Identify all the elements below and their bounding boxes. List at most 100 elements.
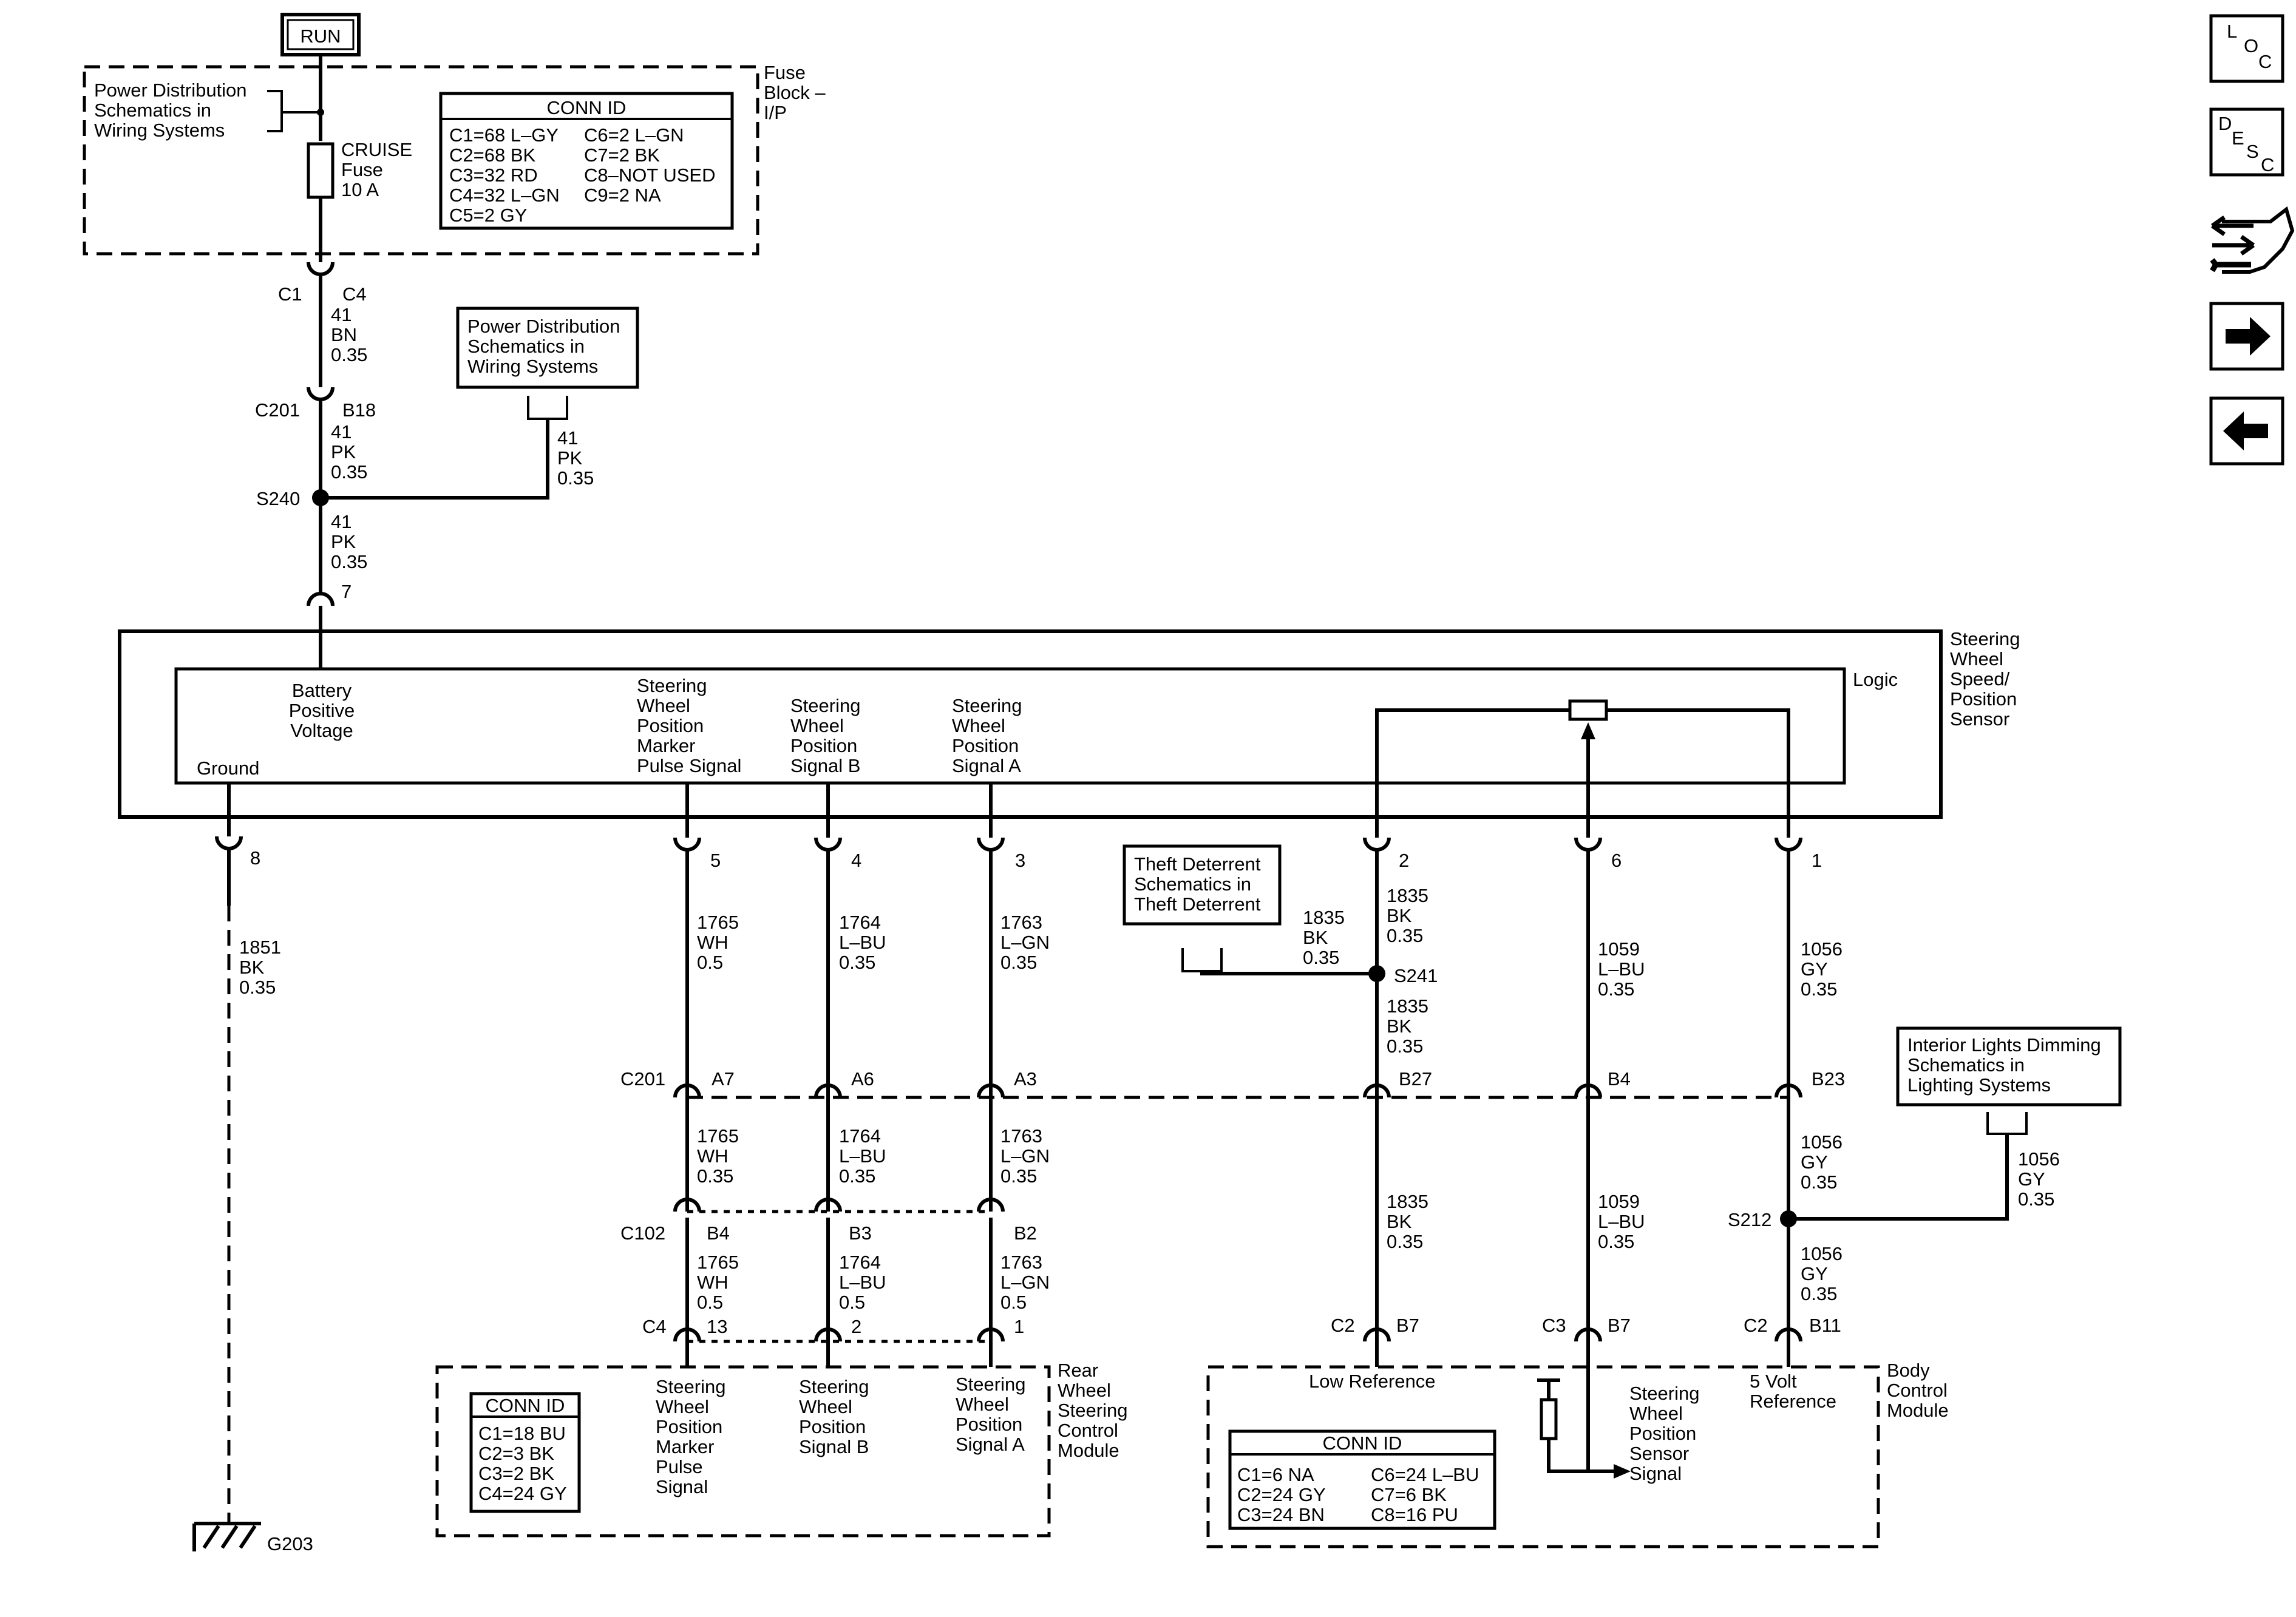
dimming-ref-2[interactable]: Schematics in <box>1907 1054 2025 1076</box>
col6-w1-circuit: 1059 <box>1598 938 1640 960</box>
theft-ref-2[interactable]: Schematics in <box>1134 873 1251 895</box>
col6-sensor-connector <box>1574 837 1602 852</box>
bcm-conn-c7: C7=6 BK <box>1371 1484 1447 1505</box>
wire2-gauge: 0.35 <box>331 461 367 483</box>
col1-c201-connector <box>1775 1083 1802 1098</box>
theft-w2-circuit: 1835 <box>1387 995 1428 1017</box>
rear-sigb-4: Signal B <box>799 1436 869 1457</box>
col6-w2-circuit: 1059 <box>1598 1191 1640 1212</box>
rear-sigb-3: Position <box>799 1416 866 1437</box>
bcm-conn-c8: C8=16 PU <box>1371 1504 1458 1525</box>
col3-w3-color: L–GN <box>1000 1272 1050 1293</box>
marker-label-5: Pulse Signal <box>637 755 741 776</box>
col5-w3-color: WH <box>697 1272 729 1293</box>
power-ref-1-line-2[interactable]: Schematics in <box>94 100 211 121</box>
theft-ref-1[interactable]: Theft Deterrent <box>1134 853 1261 875</box>
bcm-sensor-sig-1: Steering <box>1629 1383 1699 1404</box>
theft-w2-color: BK <box>1387 1015 1412 1037</box>
col5-w1-gauge: 0.5 <box>697 952 723 973</box>
fuse-block-conn-id-table: CONN ID C1=68 L–GY C2=68 BK C3=32 RD C4=… <box>439 92 734 230</box>
col1-w1-gauge: 0.35 <box>1801 978 1837 1000</box>
loc-button[interactable]: L O C <box>2209 14 2284 83</box>
col3-c4-connector <box>977 1327 1005 1342</box>
wire-branch-color: PK <box>557 447 583 469</box>
desc-button[interactable]: D E S C <box>2209 107 2284 177</box>
arrow-right-icon[interactable] <box>2209 302 2284 371</box>
col4-w2-color: L–BU <box>839 1145 886 1167</box>
col3-w3-gauge: 0.5 <box>1000 1292 1027 1313</box>
col1-w1-circuit: 1056 <box>1801 938 1843 960</box>
fuse-label: Fuse <box>341 159 383 180</box>
col6-c3-label: C3 <box>1542 1315 1566 1336</box>
rear-conn-c3: C3=2 BK <box>478 1463 554 1484</box>
rear-conn-c1: C1=18 BU <box>478 1423 566 1444</box>
col3-w2-circuit: 1763 <box>1000 1125 1042 1147</box>
pin6-label: 6 <box>1611 850 1622 871</box>
ground-wire-color: BK <box>239 957 265 978</box>
marker-label-4: Marker <box>637 735 695 756</box>
dimming-ref-1[interactable]: Interior Lights Dimming <box>1907 1034 2101 1056</box>
col3-w1-color: L–GN <box>1000 932 1050 953</box>
sigb-label-3: Position <box>790 735 857 756</box>
power-ref-2-line-1[interactable]: Power Distribution <box>467 316 620 337</box>
bcm-sensor-sig-4: Sensor <box>1629 1443 1689 1464</box>
rear-module-name-1: Rear <box>1058 1360 1098 1381</box>
sigb-label-4: Signal B <box>790 755 860 776</box>
col4-w1-circuit: 1764 <box>839 912 881 933</box>
connector-wrench-icon[interactable] <box>2210 206 2295 274</box>
conn-id-c2: C2=68 BK <box>449 144 536 166</box>
conn-id-c8: C8–NOT USED <box>584 164 716 186</box>
sensor-name-4: Position <box>1950 688 2017 710</box>
siga-label-4: Signal A <box>952 755 1021 776</box>
battery-label-3: Voltage <box>290 720 353 741</box>
rear-module-name-3: Steering <box>1058 1400 1127 1421</box>
bcm-5v-ref-2: Reference <box>1750 1391 1836 1412</box>
conn-id-c6: C6=2 L–GN <box>584 124 684 146</box>
power-ref-2-line-2[interactable]: Schematics in <box>467 336 585 357</box>
arrow-left-icon[interactable] <box>2209 396 2284 466</box>
theft-branch-color: BK <box>1303 927 1328 948</box>
dimming-ref-3[interactable]: Lighting Systems <box>1907 1074 2051 1096</box>
pin1-label: 1 <box>1812 850 1822 871</box>
ground-wire-gauge: 0.35 <box>239 977 276 998</box>
logic-label: Logic <box>1853 669 1898 690</box>
col4-w1-color: L–BU <box>839 932 886 953</box>
col6-w2-color: L–BU <box>1598 1211 1645 1232</box>
col4-w2-circuit: 1764 <box>839 1125 881 1147</box>
dimming-ref-box[interactable] <box>1896 1026 2122 1107</box>
col1-branch-color: GY <box>2018 1168 2045 1190</box>
splice-s212 <box>1780 1210 1797 1227</box>
col5-sensor-connector <box>673 837 701 852</box>
theft-ref-box[interactable] <box>1123 844 1282 926</box>
wire1-color: BN <box>331 324 357 345</box>
pin5-label: 5 <box>710 850 721 871</box>
theft-ref-3[interactable]: Theft Deterrent <box>1134 893 1261 915</box>
col1-w3-circuit: 1056 <box>1801 1243 1843 1264</box>
col5-c102-connector <box>673 1198 701 1212</box>
power-ref-2-line-3[interactable]: Wiring Systems <box>467 356 598 377</box>
splice-s241 <box>1368 965 1385 982</box>
col4-w1-gauge: 0.35 <box>839 952 875 973</box>
wire1-gauge: 0.35 <box>331 344 367 365</box>
power-ref-2-box[interactable] <box>456 307 639 389</box>
col6-b7-pin: B7 <box>1608 1315 1631 1336</box>
col5-w2-color: WH <box>697 1145 729 1167</box>
fuse-block-label-1: Fuse <box>764 62 806 83</box>
conn-c201-row-label: C201 <box>620 1068 665 1090</box>
col5-w3-circuit: 1765 <box>697 1252 739 1273</box>
sensor-name-1: Steering <box>1950 628 2020 649</box>
col4-c201-connector <box>814 1083 842 1098</box>
sigb-label-2: Wheel <box>790 715 844 736</box>
conn-c201-label: C201 <box>255 399 300 421</box>
theft-branch-circuit: 1835 <box>1303 907 1345 928</box>
theft-w3-color: BK <box>1387 1211 1412 1232</box>
col1-c2-label: C2 <box>1744 1315 1768 1336</box>
conn-c1-label: C1 <box>278 283 302 305</box>
theft-w2-gauge: 0.35 <box>1387 1036 1423 1057</box>
col1-w3-color: GY <box>1801 1263 1828 1284</box>
battery-label-2: Positive <box>289 700 355 721</box>
col1-bcm-connector <box>1775 1327 1802 1342</box>
power-ref-1-line-1[interactable]: Power Distribution <box>94 80 247 101</box>
power-ref-1-line-3[interactable]: Wiring Systems <box>94 120 225 141</box>
loc-letter-o: O <box>2244 35 2258 56</box>
